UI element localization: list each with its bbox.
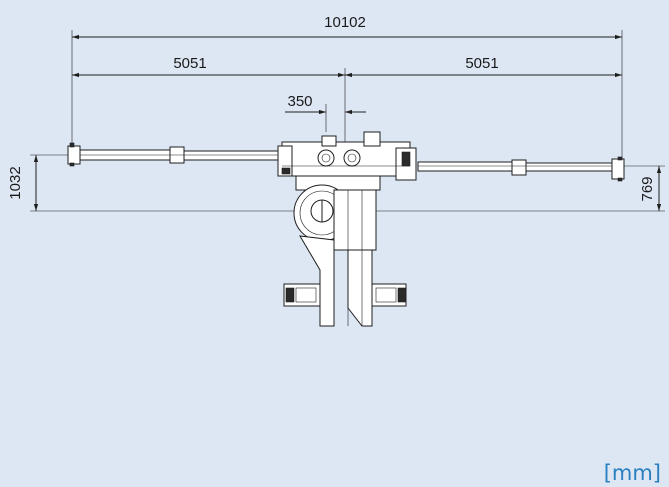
dimension-left-height: 1032 <box>7 154 300 212</box>
dimension-label-left-height: 1032 <box>7 166 24 199</box>
dimension-right-height: 769 <box>375 165 665 212</box>
dimension-label-offset: 350 <box>287 93 312 110</box>
dimension-label-overall: 10102 <box>324 14 366 31</box>
machine-body <box>293 175 381 327</box>
left-arm <box>67 142 285 167</box>
unit-label: [mm] <box>603 461 661 485</box>
machine-outline <box>67 131 625 327</box>
dimension-overall-width: 10102 <box>71 14 623 165</box>
dimension-label-right-height: 769 <box>639 176 656 201</box>
central-head <box>277 131 417 181</box>
dimension-label-right-half: 5051 <box>465 55 498 72</box>
lower-drives <box>283 283 407 307</box>
dimension-offset: 350 <box>285 93 366 132</box>
dimension-label-left-half: 5051 <box>173 55 206 72</box>
right-arm <box>417 156 625 182</box>
